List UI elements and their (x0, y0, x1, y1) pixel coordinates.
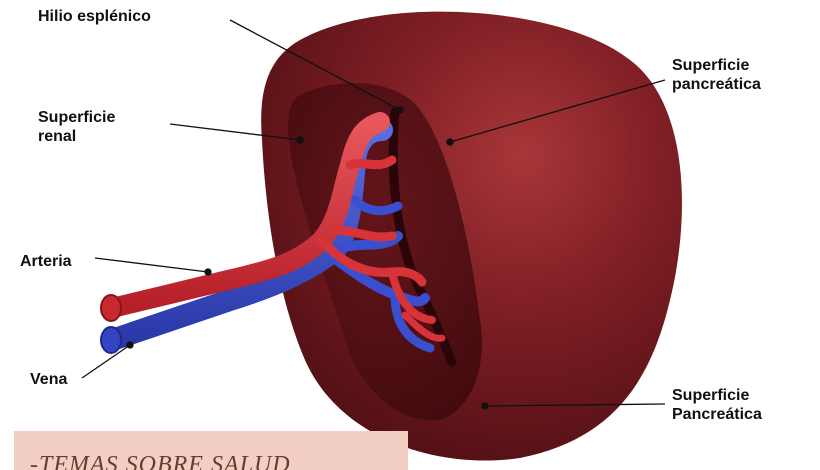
artery-opening (101, 295, 121, 321)
leader-pancreatica-top-dot (447, 139, 453, 145)
label-renal-line1: Superficie (38, 108, 115, 127)
label-vena-text: Vena (30, 370, 67, 389)
label-hilio-esplenico: Hilio esplénico (38, 7, 151, 26)
watermark-text: -TEMAS SOBRE SALUD (30, 453, 408, 470)
label-pan2-line1: Superficie (672, 386, 762, 405)
leader-vena-dot (127, 342, 133, 348)
label-pan1-line1: Superficie (672, 56, 761, 75)
label-superficie-pancreatica-bottom: Superficie Pancreática (672, 386, 762, 424)
label-superficie-pancreatica-top: Superficie pancreática (672, 56, 761, 94)
label-hilio-text: Hilio esplénico (38, 7, 151, 26)
leader-pancreatica-bottom-dot (482, 403, 488, 409)
leader-arteria-dot (205, 269, 211, 275)
leader-hilio-dot (397, 107, 403, 113)
label-superficie-renal: Superficie renal (38, 108, 115, 146)
artery-branch (350, 160, 392, 165)
vein-opening (101, 327, 121, 353)
label-pan1-line2: pancreática (672, 75, 761, 94)
label-pan2-line2: Pancreática (672, 405, 762, 424)
label-renal-line2: renal (38, 127, 115, 146)
watermark-banner: -TEMAS SOBRE SALUD (14, 431, 408, 470)
label-arteria-text: Arteria (20, 252, 72, 271)
label-arteria: Arteria (20, 252, 72, 271)
leader-arteria (95, 258, 208, 272)
leader-renal-dot (297, 137, 303, 143)
label-vena: Vena (30, 370, 67, 389)
